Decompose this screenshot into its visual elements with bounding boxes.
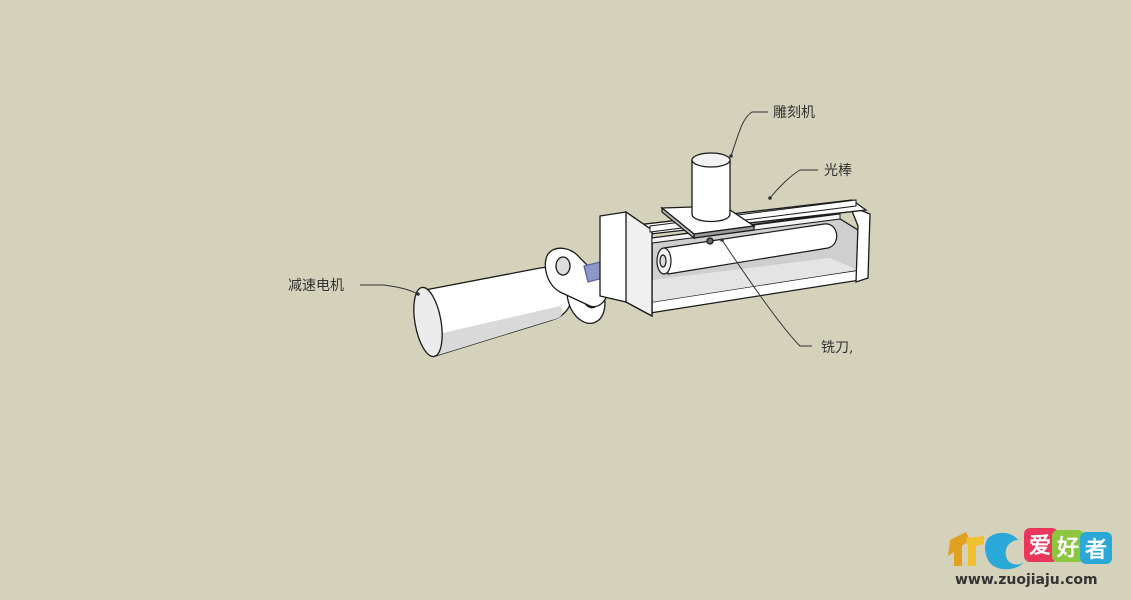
engraver-assembly xyxy=(660,152,756,245)
leader-dot-gear-motor xyxy=(416,292,420,296)
gear-motor xyxy=(413,247,627,358)
leader-dots xyxy=(416,154,772,296)
engraver-body xyxy=(691,159,731,223)
watermark-logo: 爱 好 者 www.zuojiaju.com xyxy=(948,528,1112,588)
watermark-glyphs: 爱 好 者 xyxy=(948,528,1112,570)
watermark-url: www.zuojiaju.com xyxy=(955,572,1098,588)
watermark-glyph-ai-bg xyxy=(1024,528,1058,562)
milling-cutter xyxy=(706,237,714,245)
engraver-top xyxy=(691,152,731,168)
watermark-glyph-wen xyxy=(985,532,1024,570)
gear-motor-flange-hole xyxy=(555,256,571,276)
label-engraver: 雕刻机 xyxy=(773,105,815,121)
leader-lines xyxy=(360,111,818,347)
watermark-glyph-zhe: 者 xyxy=(1084,538,1107,563)
frame-right-wall xyxy=(848,204,871,283)
carriage-plate-side xyxy=(661,206,695,240)
leader-dot-milling-cutter xyxy=(720,238,724,242)
roller-end-hub xyxy=(659,254,667,268)
leader-engraver xyxy=(730,111,768,157)
label-milling-cutter: 铣刀, xyxy=(821,340,853,356)
watermark-glyph-zhe-bg xyxy=(1080,532,1112,564)
gear-motor-body-shade xyxy=(430,306,563,356)
watermark-glyph-hao: 好 xyxy=(1056,535,1079,561)
label-polished-rod: 光棒 xyxy=(824,163,852,179)
watermark-glyph-hao-bg xyxy=(1052,530,1084,562)
frame-inner-floor xyxy=(652,258,858,302)
watermark-glyph-zuo-2 xyxy=(966,536,984,566)
frame-left-wall-side xyxy=(625,210,653,318)
label-gear-motor: 减速电机 xyxy=(288,278,344,294)
roller-body xyxy=(663,223,838,275)
leader-milling-cutter xyxy=(721,239,812,347)
watermark-glyph-zuo xyxy=(948,532,970,566)
gear-motor-end-cap xyxy=(413,286,443,358)
leader-polished-rod xyxy=(769,169,818,199)
leader-dot-engraver xyxy=(729,154,733,158)
roller-drum xyxy=(656,223,838,275)
leader-gear-motor xyxy=(360,284,419,295)
leader-dot-polished-rod xyxy=(768,196,772,200)
watermark-glyph-ai: 爱 xyxy=(1029,534,1051,559)
